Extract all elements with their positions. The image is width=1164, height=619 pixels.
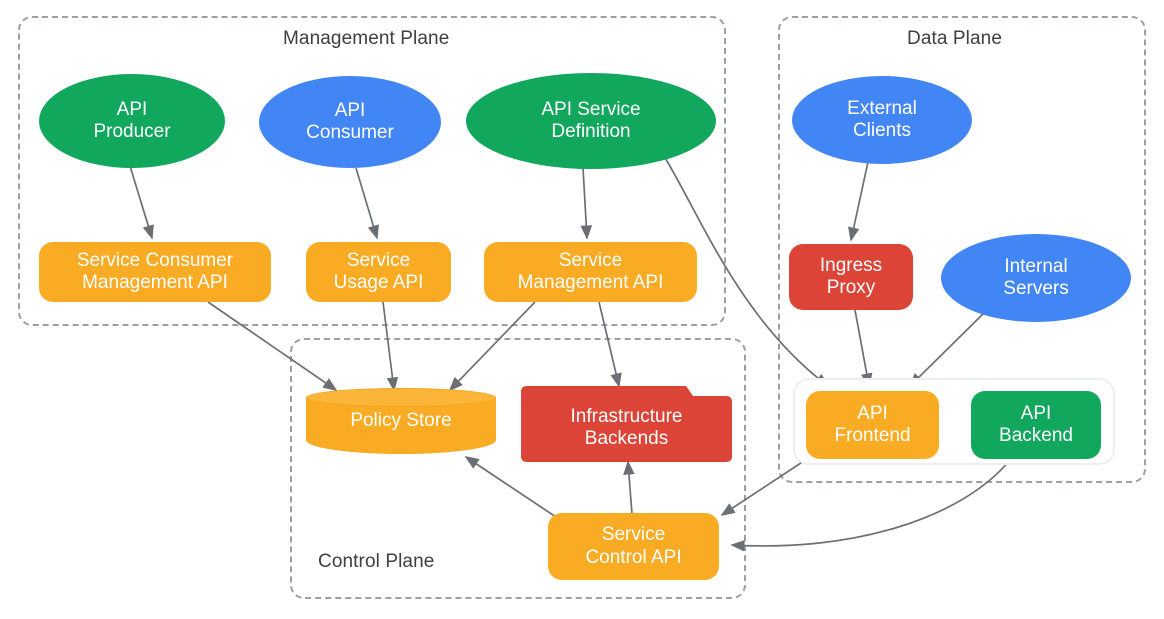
policy-store-label: Policy Store: [350, 410, 452, 431]
plane-control-label: Control Plane: [318, 551, 435, 572]
node-service-management-api[interactable]: Service Management API: [484, 242, 697, 302]
node-ingress-proxy[interactable]: Ingress Proxy: [789, 244, 913, 310]
node-api-backend[interactable]: API Backend: [971, 391, 1101, 459]
node-api-producer[interactable]: API Producer: [39, 74, 225, 168]
node-service-consumer-management-api[interactable]: Service Consumer Management API: [39, 242, 271, 302]
node-api-service-definition[interactable]: API Service Definition: [466, 73, 716, 169]
node-internal-servers[interactable]: Internal Servers: [941, 234, 1131, 322]
node-service-control-api[interactable]: Service Control API: [548, 513, 719, 580]
policy-store-top: [306, 388, 496, 407]
infrastructure-backends-label: Infrastructure Backends: [570, 405, 683, 449]
node-service-usage-api[interactable]: Service Usage API: [306, 242, 451, 302]
node-api-frontend[interactable]: API Frontend: [806, 391, 939, 459]
node-policy-store[interactable]: Policy Store: [306, 388, 496, 454]
node-api-consumer[interactable]: API Consumer: [259, 76, 441, 168]
plane-data-label: Data Plane: [907, 28, 1003, 49]
plane-management-label: Management Plane: [283, 28, 450, 49]
node-external-clients[interactable]: External Clients: [792, 76, 972, 164]
node-infrastructure-backends[interactable]: Infrastructure Backends: [521, 386, 732, 462]
folder-shape: [521, 386, 732, 462]
